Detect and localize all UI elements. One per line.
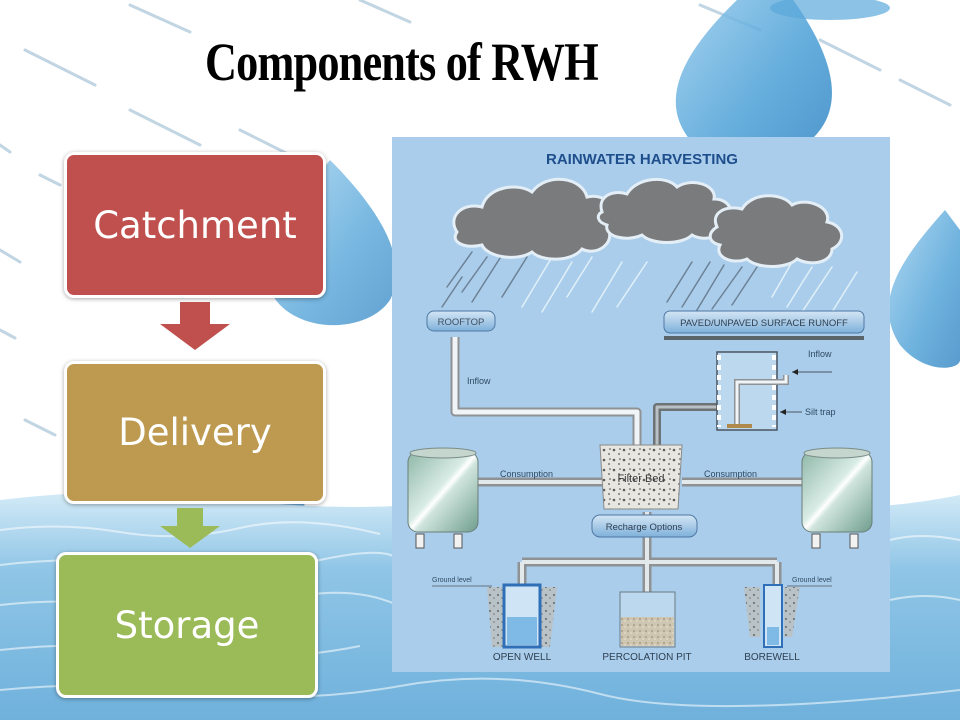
svg-text:Filter Bed: Filter Bed [617,473,664,485]
svg-text:PAVED/UNPAVED SURFACE RUNOFF: PAVED/UNPAVED SURFACE RUNOFF [680,318,848,329]
borewell: BOREWELL [744,584,800,663]
flow-step-storage: Storage [56,552,318,698]
rainwater-harvesting-diagram: RAINWATER HARVESTING ROOFTOP PAVED/UNPAV… [392,137,890,672]
rooftop-tag: ROOFTOP [426,310,496,332]
arrow-down-icon [160,508,220,548]
flow-step-catchment: Catchment [64,152,326,298]
slide-title: Components of RWH [205,32,599,92]
arrow-down-icon [160,302,230,350]
silt-trap [716,351,832,431]
svg-text:PERCOLATION PIT: PERCOLATION PIT [602,652,691,663]
percolation-pit: PERCOLATION PIT [602,591,692,663]
ground-level-label-left: Ground level [432,577,472,584]
storage-tank-right [801,447,873,549]
recharge-options-tag: Recharge Options [591,514,698,538]
rain-lines [441,251,858,316]
surface-runoff-tag: PAVED/UNPAVED SURFACE RUNOFF [663,310,865,340]
svg-text:OPEN WELL: OPEN WELL [493,652,552,663]
inflow-label-left: Inflow [467,376,491,386]
storage-tank-left [407,447,479,549]
consumption-label-left: Consumption [500,469,553,479]
silt-trap-label: Silt trap [805,407,836,417]
flow-step-label: Delivery [118,411,272,454]
flow-step-label: Storage [114,603,260,647]
flow-step-label: Catchment [93,203,297,247]
flow-step-delivery: Delivery [64,361,326,504]
cloud-icon [452,177,843,268]
filter-bed: Filter Bed [599,444,683,510]
consumption-label-right: Consumption [704,469,757,479]
open-well: OPEN WELL [487,583,557,663]
svg-text:BOREWELL: BOREWELL [744,652,800,663]
ground-level-label-right: Ground level [792,577,832,584]
svg-text:ROOFTOP: ROOFTOP [438,317,485,328]
svg-text:Recharge Options: Recharge Options [606,522,683,533]
diagram-title: RAINWATER HARVESTING [546,151,738,168]
inflow-label-right: Inflow [808,349,832,359]
pipes [422,337,812,595]
